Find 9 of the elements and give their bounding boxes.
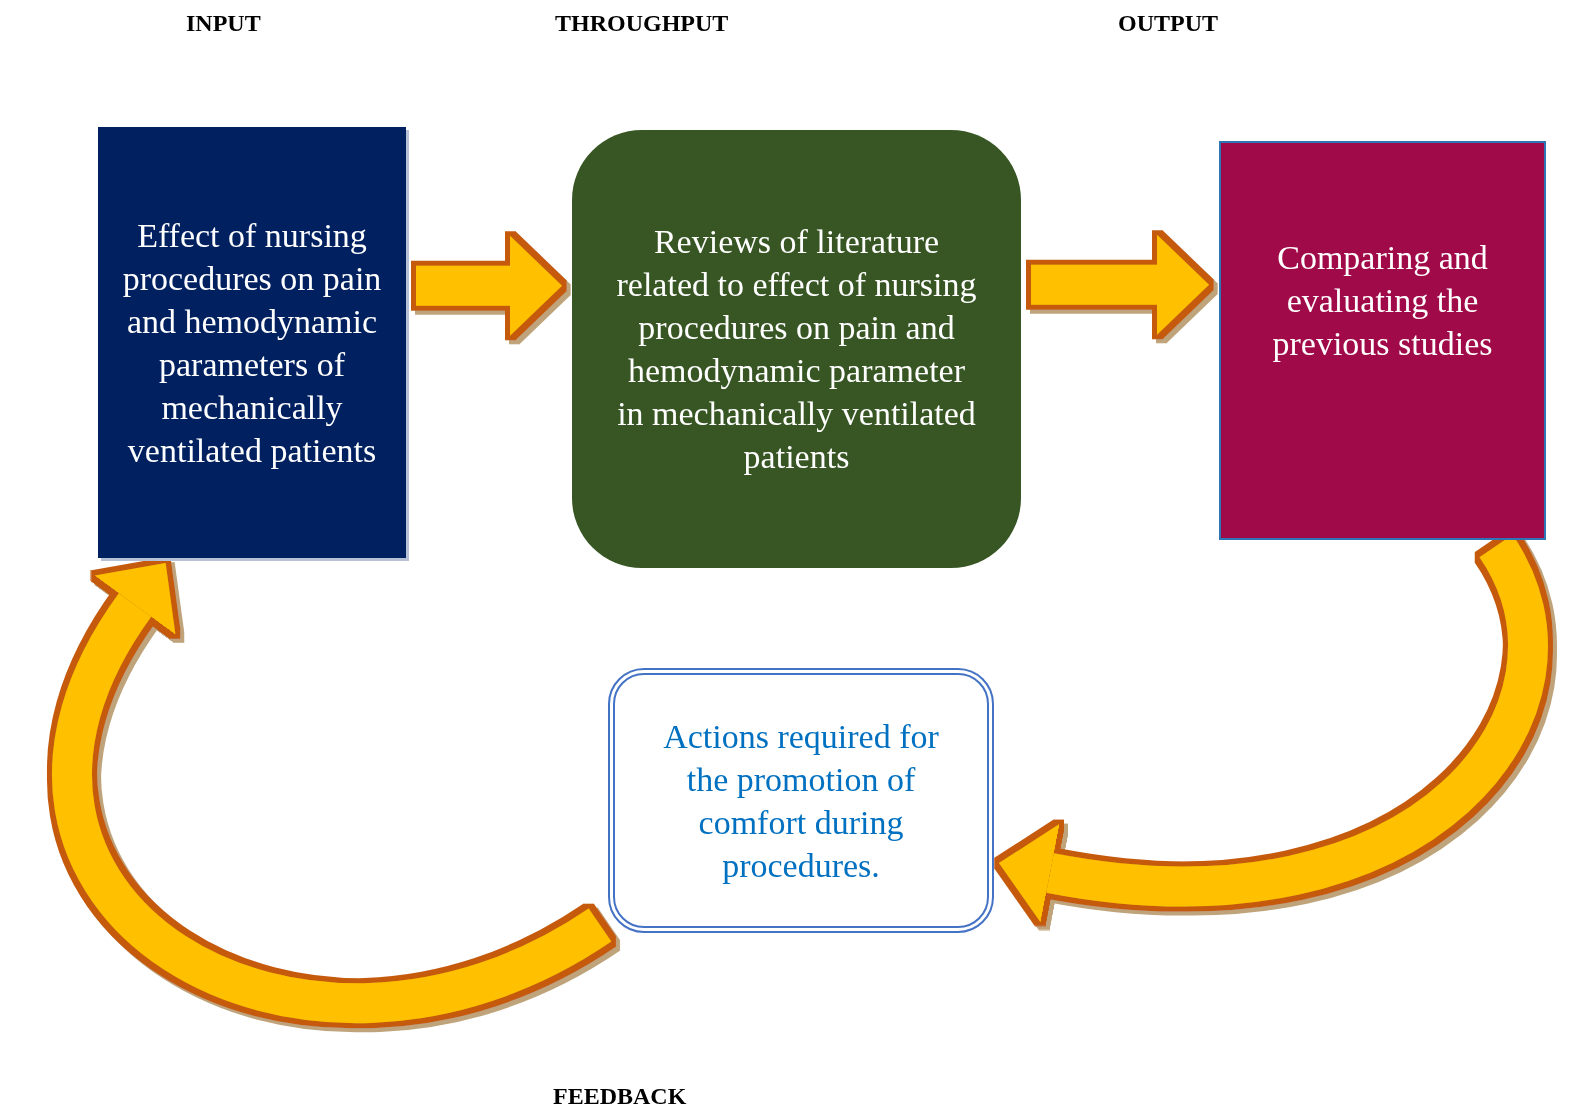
process-box: Reviews of literature related to effect of nursing procedures on pain and hemodynamic parameter in mechanically ventilated patients — [572, 130, 1021, 568]
output-box: Comparing and evaluating the previous studies — [1219, 141, 1546, 540]
stage-heading: THROUGHPUT — [555, 10, 729, 37]
curved-arrow — [54, 560, 610, 1023]
stage-heading: INPUT — [186, 10, 261, 37]
feedback-box: Actions required for the promotion of comfort during procedures. — [608, 668, 994, 933]
loop-label: FEEDBACK — [553, 1083, 687, 1109]
stage-heading: OUTPUT — [1118, 10, 1218, 37]
input-box: Effect of nursing procedures on pain and hemodynamic parameters of mechanically ventilated patients — [98, 127, 406, 558]
